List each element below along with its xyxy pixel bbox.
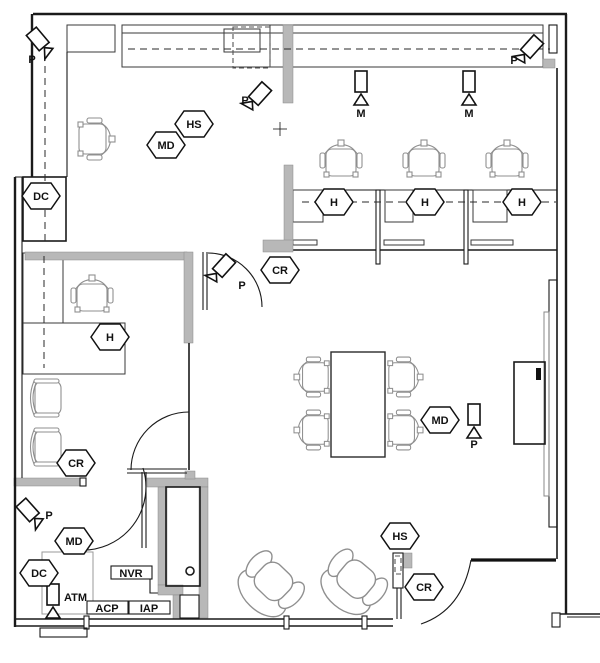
svg-text:ACP: ACP xyxy=(95,603,118,615)
furniture xyxy=(29,117,529,629)
badge-h: H xyxy=(314,188,354,216)
svg-text:P: P xyxy=(510,55,517,67)
tv-cabinet xyxy=(513,361,546,445)
office-desk xyxy=(22,322,126,375)
badge-cr: CR xyxy=(404,573,444,601)
ptz-camera: P xyxy=(240,80,273,114)
svg-text:NVR: NVR xyxy=(119,568,142,580)
svg-text:DC: DC xyxy=(33,191,49,203)
ptz-camera: P xyxy=(204,252,246,292)
fixed-camera-device: P xyxy=(466,403,482,451)
acp-box: ACP xyxy=(86,600,129,615)
mullion xyxy=(361,615,368,630)
ptz-camera: P xyxy=(24,26,57,66)
svg-text:IAP: IAP xyxy=(140,603,158,615)
badge-dc: DC xyxy=(21,182,61,210)
door-swing xyxy=(130,411,190,471)
svg-text:P: P xyxy=(238,280,245,292)
mullion xyxy=(283,615,290,630)
svg-text:H: H xyxy=(518,197,526,209)
svg-text:ATM: ATM xyxy=(64,592,87,604)
badge-h: H xyxy=(90,323,130,351)
badge-cr: CR xyxy=(260,256,300,284)
svg-text:P: P xyxy=(470,439,477,451)
atm-device: ATM xyxy=(45,583,87,619)
badge-dc: DC xyxy=(19,559,59,587)
svg-text:MD: MD xyxy=(65,536,82,548)
svg-text:CR: CR xyxy=(272,265,288,277)
svg-text:H: H xyxy=(330,197,338,209)
badge-cr: CR xyxy=(56,449,96,477)
pilaster xyxy=(548,24,558,54)
walls xyxy=(13,12,600,638)
entry-mat xyxy=(39,627,88,638)
badge-md: MD xyxy=(146,131,186,159)
monitor-device: M xyxy=(461,70,477,120)
svg-text:P: P xyxy=(45,510,52,522)
conference-table xyxy=(330,351,386,458)
entry-pier xyxy=(392,552,404,589)
security-devices: P P P P P M M P xyxy=(14,26,545,619)
svg-text:CR: CR xyxy=(416,582,432,594)
ptz-camera: P xyxy=(14,497,53,531)
tv-screen xyxy=(536,368,541,380)
marker-board xyxy=(543,311,550,497)
equipment-clearance xyxy=(232,26,271,69)
badge-hs: HS xyxy=(380,522,420,550)
svg-text:CR: CR xyxy=(68,458,84,470)
svg-text:DC: DC xyxy=(31,568,47,580)
guest-chair xyxy=(29,378,62,418)
vault xyxy=(165,486,201,619)
svg-text:MD: MD xyxy=(431,415,448,427)
copier xyxy=(223,28,261,53)
ptz-camera: P xyxy=(510,33,545,67)
svg-text:HS: HS xyxy=(186,119,201,131)
vault-door-spindle xyxy=(185,566,195,576)
teller-partition xyxy=(463,189,469,265)
device-badges: HS MD DC H H H CR H xyxy=(19,110,542,601)
equipment-boxes: NVR ACP IAP xyxy=(86,565,171,615)
svg-text:MD: MD xyxy=(157,140,174,152)
svg-text:HS: HS xyxy=(392,531,407,543)
badge-md: MD xyxy=(420,406,460,434)
nvr-box: NVR xyxy=(110,565,153,580)
badge-md: MD xyxy=(54,527,94,555)
door-swing xyxy=(207,252,263,308)
guest-chair xyxy=(29,427,62,467)
iap-box: IAP xyxy=(128,600,171,615)
svg-text:H: H xyxy=(106,332,114,344)
doors xyxy=(79,252,556,625)
badge-h: H xyxy=(502,188,542,216)
filled-walls xyxy=(13,24,556,620)
svg-text:M: M xyxy=(464,108,473,120)
mullion xyxy=(83,615,90,630)
svg-text:P: P xyxy=(241,95,248,107)
svg-text:M: M xyxy=(356,108,365,120)
svg-text:P: P xyxy=(28,54,35,66)
teller-partition xyxy=(375,189,381,265)
entry-door-swing xyxy=(420,559,472,625)
door-swing xyxy=(79,467,147,551)
svg-text:H: H xyxy=(421,197,429,209)
monitor-device: M xyxy=(353,70,369,120)
badge-hs: HS xyxy=(174,110,214,138)
badge-h: H xyxy=(405,188,445,216)
